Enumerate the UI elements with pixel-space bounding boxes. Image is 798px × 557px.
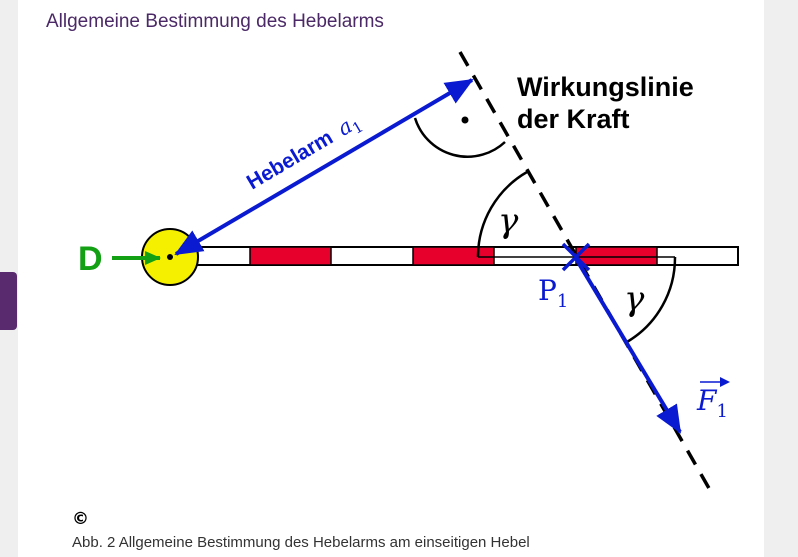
angle-arc-lower (626, 256, 677, 344)
angle-arc-upper (476, 170, 528, 258)
red-segment (575, 246, 658, 266)
figure-caption: Abb. 2 Allgemeine Bestimmung des Hebelar… (72, 534, 530, 551)
lever-arm-arrow (174, 78, 474, 256)
force-label: F1 (696, 384, 728, 422)
copyright-icon: © (72, 509, 89, 529)
red-segment (249, 246, 332, 266)
angle-label-upper: γ (498, 201, 519, 241)
red-segment (412, 246, 495, 266)
point-label: P1 (538, 274, 568, 312)
angle-label-lower: γ (624, 279, 645, 319)
line-of-action-label-2: der Kraft (517, 104, 630, 134)
right-angle-dot (461, 116, 469, 124)
right-angle-arc (413, 117, 506, 158)
lever-bar (196, 246, 739, 266)
force-arrow (573, 255, 682, 434)
pivot-label: D (78, 240, 103, 278)
figure-title: Allgemeine Bestimmung des Hebelarms (46, 11, 384, 32)
side-tab[interactable] (0, 272, 17, 330)
lever-arm-label: Hebelarm (243, 126, 337, 194)
line-of-action-label-1: Wirkungslinie (517, 72, 694, 102)
